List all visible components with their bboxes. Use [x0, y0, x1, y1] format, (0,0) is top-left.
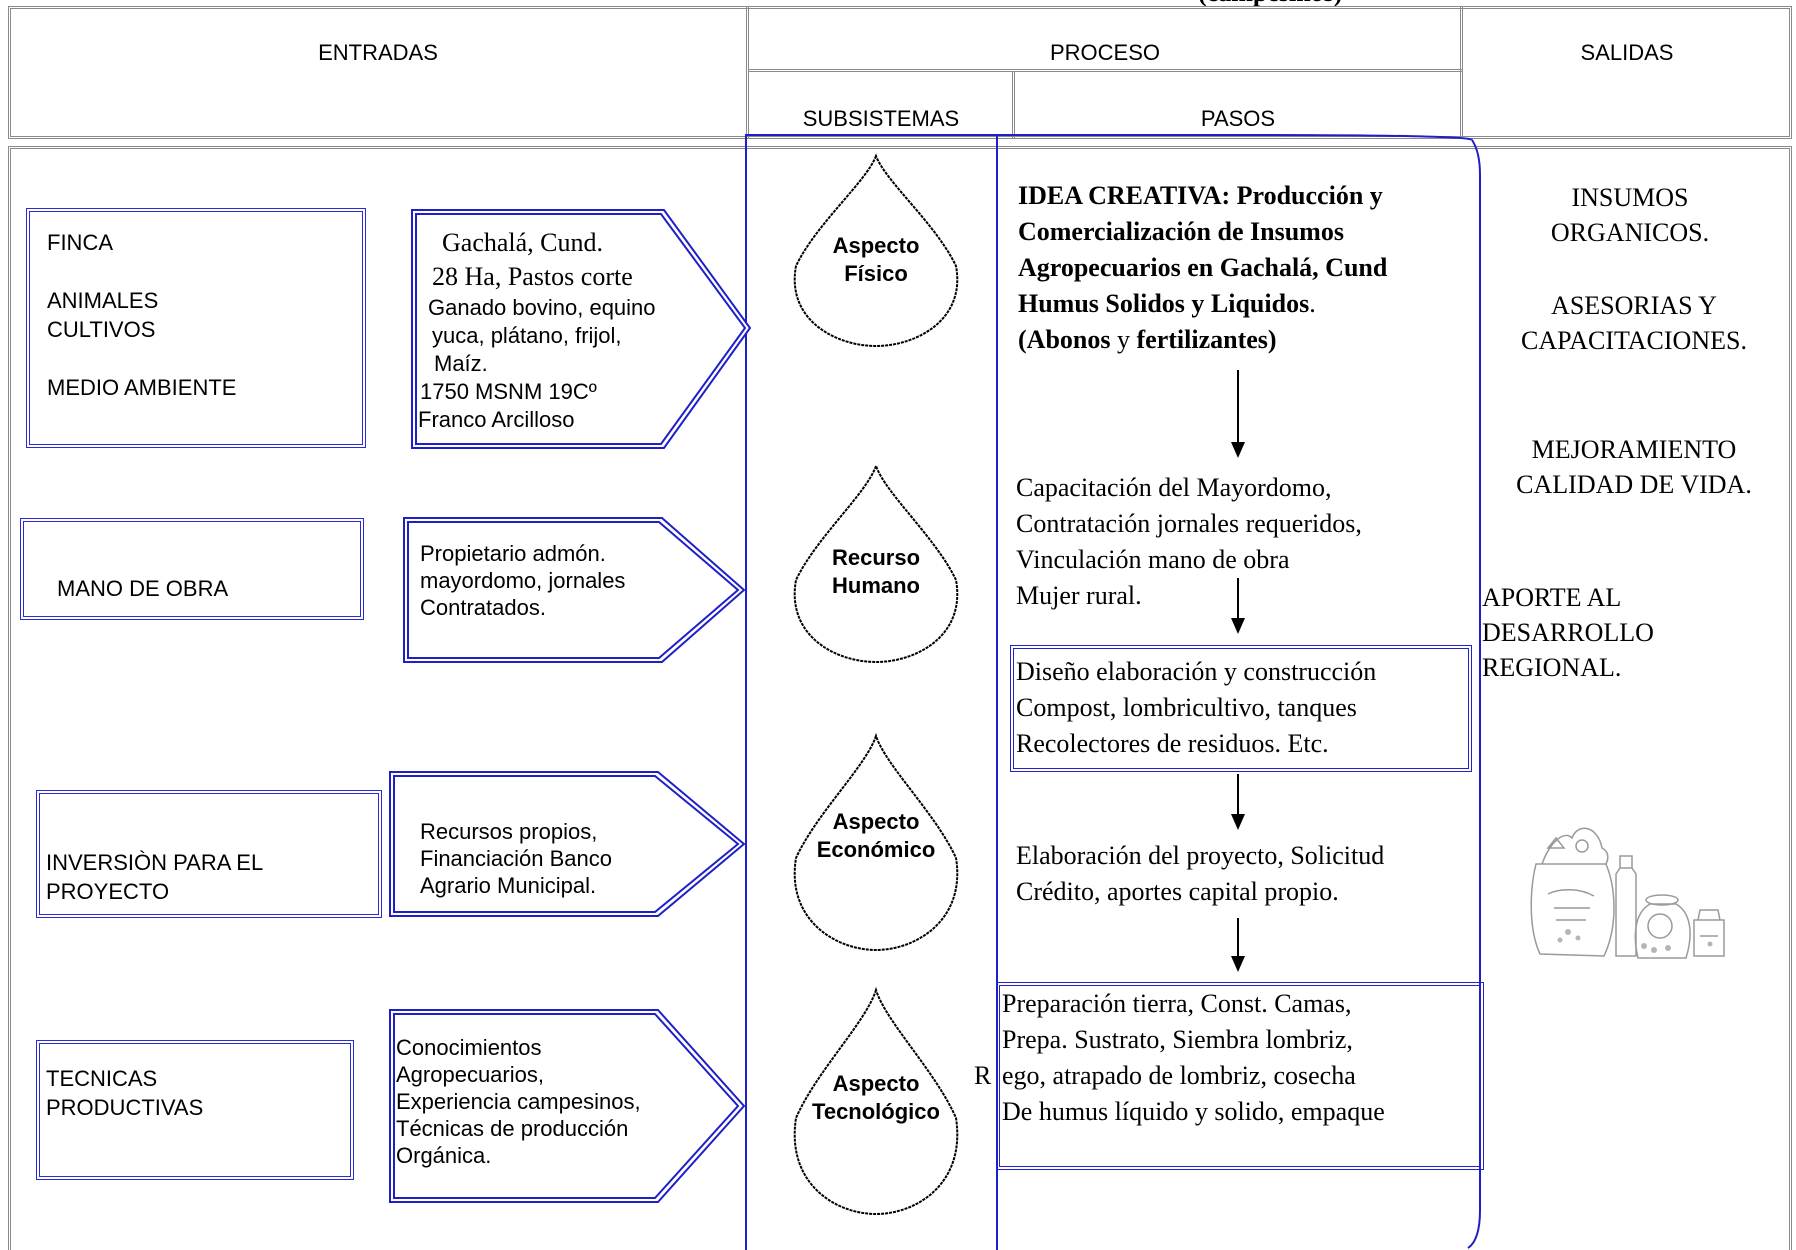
input-detail-arrow-finca [411, 209, 752, 449]
header-divider-2 [1460, 6, 1464, 139]
tech-line-3: ego, atrapado de lombriz, cosecha [1002, 1061, 1356, 1090]
step-diseno: Diseño elaboración y construcción Compos… [1016, 654, 1472, 762]
arrow-down-icon-2 [1231, 578, 1245, 634]
input-detail-mano-de-obra: Propietario admón. mayordomo, jornales C… [420, 541, 626, 620]
idea-line-4: Humus Solidos y Liquidos. [1018, 289, 1316, 318]
header-pasos: PASOS [1200, 106, 1276, 131]
step-recurso-humano: Capacitación del Mayordomo, Contratación… [1016, 470, 1466, 614]
tech-line-2: Prepa. Sustrato, Siembra lombriz, [1002, 1025, 1353, 1054]
step-box-tecnologico [996, 982, 1484, 1170]
organic-products-illustration [1530, 827, 1725, 959]
drop-icon-fisico [793, 153, 959, 348]
drop-icon-tecnologico [793, 986, 959, 1216]
drop-icon-humano [793, 463, 959, 664]
subsystem-label-humano: Recurso Humano [831, 545, 921, 598]
header-table [8, 6, 1792, 139]
header-divider-1 [746, 6, 750, 139]
arrow-down-icon-3 [1231, 774, 1245, 830]
output-asesorias: ASESORIAS Y CAPACITACIONES. [1521, 291, 1747, 355]
header-entradas: ENTRADAS [318, 40, 438, 65]
input-detail-arrow-inversion [389, 771, 746, 917]
human-line-4: Mujer rural. [1016, 581, 1142, 610]
top-title-fragment: (campesinos) [1198, 0, 1342, 8]
step-box-diseno [1010, 645, 1472, 772]
subsystem-label-economico: Aspecto Económico [816, 809, 936, 862]
design-line-3: Recolectores de residuos. Etc. [1016, 729, 1329, 758]
finca-line-3: Ganado bovino, equino [428, 295, 656, 320]
step-tech-prefix: R [974, 1061, 992, 1090]
input-label-finca: FINCA ANIMALES CULTIVOS MEDIO AMBIENTE [47, 230, 237, 400]
step-tecnologico: Preparación tierra, Const. Camas, Prepa.… [1002, 986, 1482, 1130]
input-label-tecnicas: TECNICAS PRODUCTIVAS [46, 1066, 204, 1120]
idea-line-3: Agropecuarios en Gachalá, Cund [1018, 253, 1388, 282]
input-detail-tecnicas: Conocimientos Agropecuarios, Experiencia… [396, 1035, 641, 1168]
process-column-left-edge [745, 136, 747, 1250]
input-box-mano-de-obra [20, 518, 364, 620]
header-divider-3 [1012, 71, 1016, 139]
finca-line-2: 28 Ha, Pastos corte [432, 262, 633, 291]
header-proceso-underline [748, 69, 1462, 73]
input-detail-inversion: Recursos propios, Financiación Banco Agr… [420, 819, 613, 898]
tech-line-4: De humus líquido y solido, empaque [1002, 1097, 1385, 1126]
finca-line-1: Gachalá, Cund. [442, 228, 604, 257]
idea-line-2: Comercialización de Insumos [1018, 217, 1344, 246]
design-line-1: Diseño elaboración y construcción [1016, 657, 1377, 686]
step-idea-creativa: IDEA CREATIVA: Producción y Comercializa… [1018, 178, 1474, 358]
finca-line-6: 1750 MSNM 19Cº [420, 379, 597, 404]
input-detail-finca: Gachalá, Cund. 28 Ha, Pastos corte Ganad… [414, 226, 714, 434]
finca-line-4: yuca, plátano, frijol, [432, 323, 622, 348]
subsystem-label-fisico: Aspecto Físico [832, 233, 920, 286]
output-insumos: INSUMOS ORGANICOS. [1550, 183, 1710, 247]
human-line-2: Contratación jornales requeridos, [1016, 509, 1362, 538]
step-economico: Elaboración del proyecto, Solicitud Créd… [1016, 838, 1472, 910]
input-detail-arrow-mano-de-obra [403, 517, 746, 663]
tech-line-1: Preparación tierra, Const. Camas, [1002, 989, 1352, 1018]
finca-line-5: Maíz. [434, 351, 488, 376]
design-line-2: Compost, lombricultivo, tanques [1016, 693, 1357, 722]
econ-line-2: Crédito, aportes capital propio. [1016, 877, 1339, 906]
drop-icon-economico [793, 732, 959, 952]
human-line-1: Capacitación del Mayordomo, [1016, 473, 1332, 502]
output-mejoramiento: MEJORAMIENTO CALIDAD DE VIDA. [1516, 435, 1752, 499]
input-box-finca [26, 208, 366, 448]
input-box-inversion [36, 790, 382, 918]
finca-line-7: Franco Arcilloso [418, 407, 575, 432]
econ-line-1: Elaboración del proyecto, Solicitud [1016, 841, 1385, 870]
input-box-tecnicas [36, 1040, 354, 1180]
arrow-down-icon-1 [1231, 370, 1245, 458]
header-proceso: PROCESO [1049, 40, 1161, 65]
body-frame [8, 146, 1792, 1250]
header-subsistemas: SUBSISTEMAS [802, 106, 960, 131]
input-label-mano-de-obra: MANO DE OBRA [57, 576, 229, 601]
arrow-down-icon-4 [1231, 918, 1245, 972]
idea-line-1: IDEA CREATIVA: Producción y [1018, 181, 1383, 210]
header-salidas: SALIDAS [1580, 40, 1674, 65]
human-line-3: Vinculación mano de obra [1016, 545, 1290, 574]
output-aporte: APORTE AL DESARROLLO REGIONAL. [1482, 583, 1654, 682]
subsystem-label-tecnologico: Aspecto Tecnológico [812, 1071, 940, 1124]
input-detail-arrow-tecnicas [389, 1009, 746, 1203]
input-label-inversion: INVERSIÒN PARA EL PROYECTO [46, 850, 264, 904]
idea-line-5: (Abonos y fertilizantes) [1018, 325, 1277, 354]
